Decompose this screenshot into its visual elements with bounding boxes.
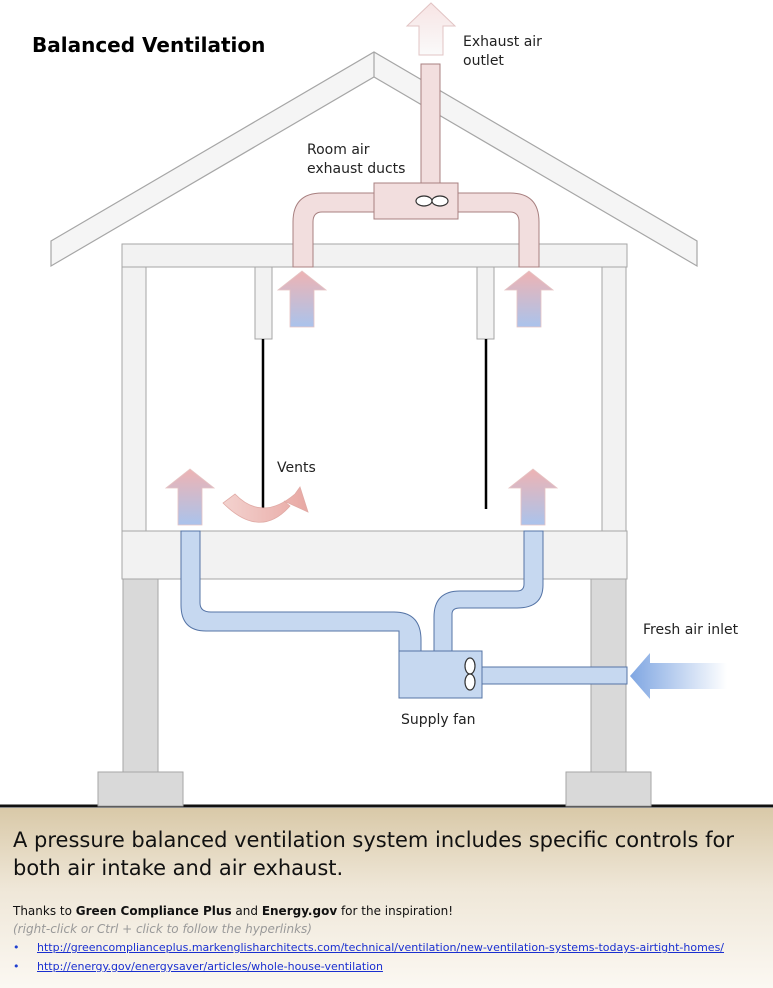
exhaust-outlet-label-line1: Exhaust air — [463, 34, 542, 50]
credit-source-2: Energy.gov — [261, 904, 338, 918]
supply-fan-label: Supply fan — [401, 712, 476, 728]
partition-left — [254, 266, 273, 340]
link-green-compliance[interactable]: http://greencomplianceplus.markenglishar… — [37, 941, 725, 954]
fresh-air-duct — [481, 666, 628, 685]
ventilation-diagram — [0, 2, 773, 808]
fresh-air-inlet-arrow — [630, 653, 727, 699]
hyperlink-hint: (right-click or Ctrl + click to follow t… — [13, 922, 312, 936]
link-item-2: • http://energy.gov/energysaver/articles/… — [13, 960, 383, 973]
exhaust-intake-arrow-left — [276, 270, 328, 328]
room-ducts-label: Room air exhaust ducts — [307, 141, 405, 179]
partition-right — [476, 266, 495, 340]
bullet-icon: • — [13, 960, 20, 973]
supply-outlet-arrow-left — [164, 468, 216, 526]
vent-airflow-arrow — [222, 486, 309, 523]
diagram-title: Balanced Ventilation — [32, 33, 266, 57]
left-wall — [121, 266, 147, 532]
footer-headline: A pressure balanced ventilation system i… — [13, 828, 735, 880]
footing-right — [565, 771, 652, 807]
exhaust-duct-left — [292, 192, 375, 268]
exhaust-fan-icon — [415, 195, 449, 207]
fresh-air-inlet-label: Fresh air inlet — [643, 622, 739, 638]
exhaust-stack-duct — [420, 63, 441, 185]
right-wall — [601, 266, 627, 532]
footer-panel — [0, 808, 773, 988]
pier-left — [122, 578, 159, 773]
exhaust-intake-arrow-right — [503, 270, 555, 328]
exhaust-duct-right — [457, 192, 540, 268]
bullet-icon: • — [13, 941, 20, 954]
credit-and: and — [231, 904, 262, 918]
credit-line: Thanks to Green Compliance Plus and Ener… — [13, 904, 453, 918]
credit-prefix: Thanks to — [13, 904, 76, 918]
credit-suffix: for the inspiration! — [337, 904, 454, 918]
exhaust-outlet-label: Exhaust air outlet — [463, 33, 542, 71]
supply-duct-left — [180, 530, 422, 652]
credit-source-1: Green Compliance Plus — [75, 904, 232, 918]
exhaust-outlet-arrow — [405, 2, 457, 56]
ceiling-beam — [121, 243, 628, 268]
exhaust-outlet-label-line2: outlet — [463, 53, 504, 69]
footing-left — [97, 771, 184, 807]
link-energy-gov[interactable]: http://energy.gov/energysaver/articles/w… — [37, 960, 383, 973]
link-item-1: • http://greencomplianceplus.markenglisha… — [13, 941, 724, 954]
room-ducts-label-line2: exhaust ducts — [307, 161, 406, 177]
room-ducts-label-line1: Room air — [307, 142, 370, 158]
supply-fan-icon — [464, 657, 476, 691]
vents-label: Vents — [277, 460, 316, 476]
supply-outlet-arrow-right — [507, 468, 559, 526]
